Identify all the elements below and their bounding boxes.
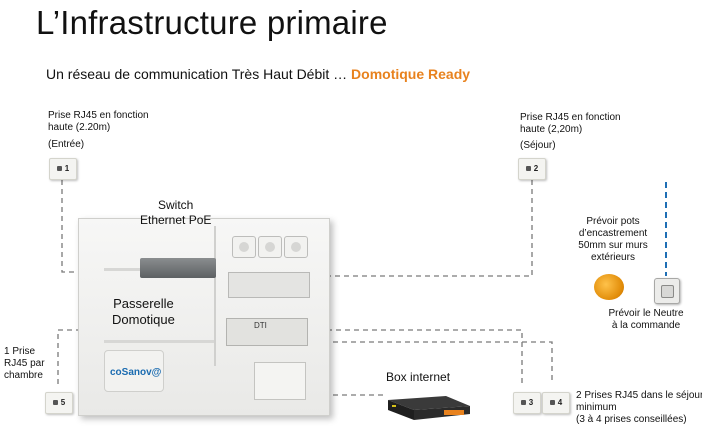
patch-panel bbox=[228, 272, 310, 298]
gateway-brand-logo: coSanov@ bbox=[110, 367, 162, 378]
ethernet-icon bbox=[56, 166, 62, 172]
power-outlet bbox=[232, 236, 256, 258]
power-outlet bbox=[258, 236, 282, 258]
rj45-socket-2: 2 bbox=[518, 158, 546, 180]
subtitle-highlight: Domotique Ready bbox=[351, 66, 471, 82]
rj45-socket-3: 3 bbox=[513, 392, 541, 414]
bedroom-note: 1 Prise RJ45 par chambre bbox=[4, 346, 45, 381]
living-room-note: 2 Prises RJ45 dans le séjour minimum (3 … bbox=[576, 390, 702, 425]
pots-note: Prévoir pots d’encastrement 50mm sur mur… bbox=[578, 216, 648, 263]
breaker-box bbox=[254, 362, 306, 400]
dti-module bbox=[226, 318, 308, 346]
gateway-label: Passerelle Domotique bbox=[112, 296, 175, 327]
ethernet-switch bbox=[140, 258, 216, 278]
power-outlet bbox=[284, 236, 308, 258]
ethernet-icon bbox=[525, 166, 531, 172]
neutral-note: Prévoir le Neutre à la commande bbox=[608, 308, 684, 331]
socket-2-note: Prise RJ45 en fonction haute (2,20m) bbox=[520, 112, 621, 135]
ethernet-icon bbox=[549, 400, 555, 406]
cable-socket-5 bbox=[57, 329, 120, 384]
subtitle-text: Un réseau de communication Très Haut Déb… bbox=[46, 66, 348, 82]
box-label: Box internet bbox=[386, 370, 451, 384]
dti-label: DTI bbox=[254, 321, 267, 330]
ethernet-icon bbox=[52, 400, 58, 406]
panel-shelf bbox=[104, 340, 214, 343]
panel-divider bbox=[214, 226, 216, 366]
ethernet-icon bbox=[520, 400, 526, 406]
flush-box-pot bbox=[594, 274, 624, 300]
socket-2-room: (Séjour) bbox=[520, 140, 556, 151]
cable-socket-2 bbox=[220, 180, 533, 277]
rj45-socket-1: 1 bbox=[49, 158, 77, 180]
page-title: L’Infrastructure primaire bbox=[36, 4, 388, 41]
cable-socket-3 bbox=[300, 329, 523, 384]
wall-switch-icon bbox=[654, 278, 680, 304]
subtitle: Un réseau de communication Très Haut Déb… bbox=[46, 66, 470, 82]
cable-socket-4 bbox=[306, 341, 553, 384]
internet-box-icon bbox=[388, 396, 470, 420]
rj45-socket-4: 4 bbox=[542, 392, 570, 414]
domotic-gateway bbox=[104, 350, 164, 392]
switch-label: Switch Ethernet PoE bbox=[140, 198, 212, 227]
socket-1-note: Prise RJ45 en fonction haute (2.20m) bbox=[48, 110, 149, 133]
rj45-socket-5: 5 bbox=[45, 392, 73, 414]
socket-1-room: (Entrée) bbox=[48, 139, 85, 150]
